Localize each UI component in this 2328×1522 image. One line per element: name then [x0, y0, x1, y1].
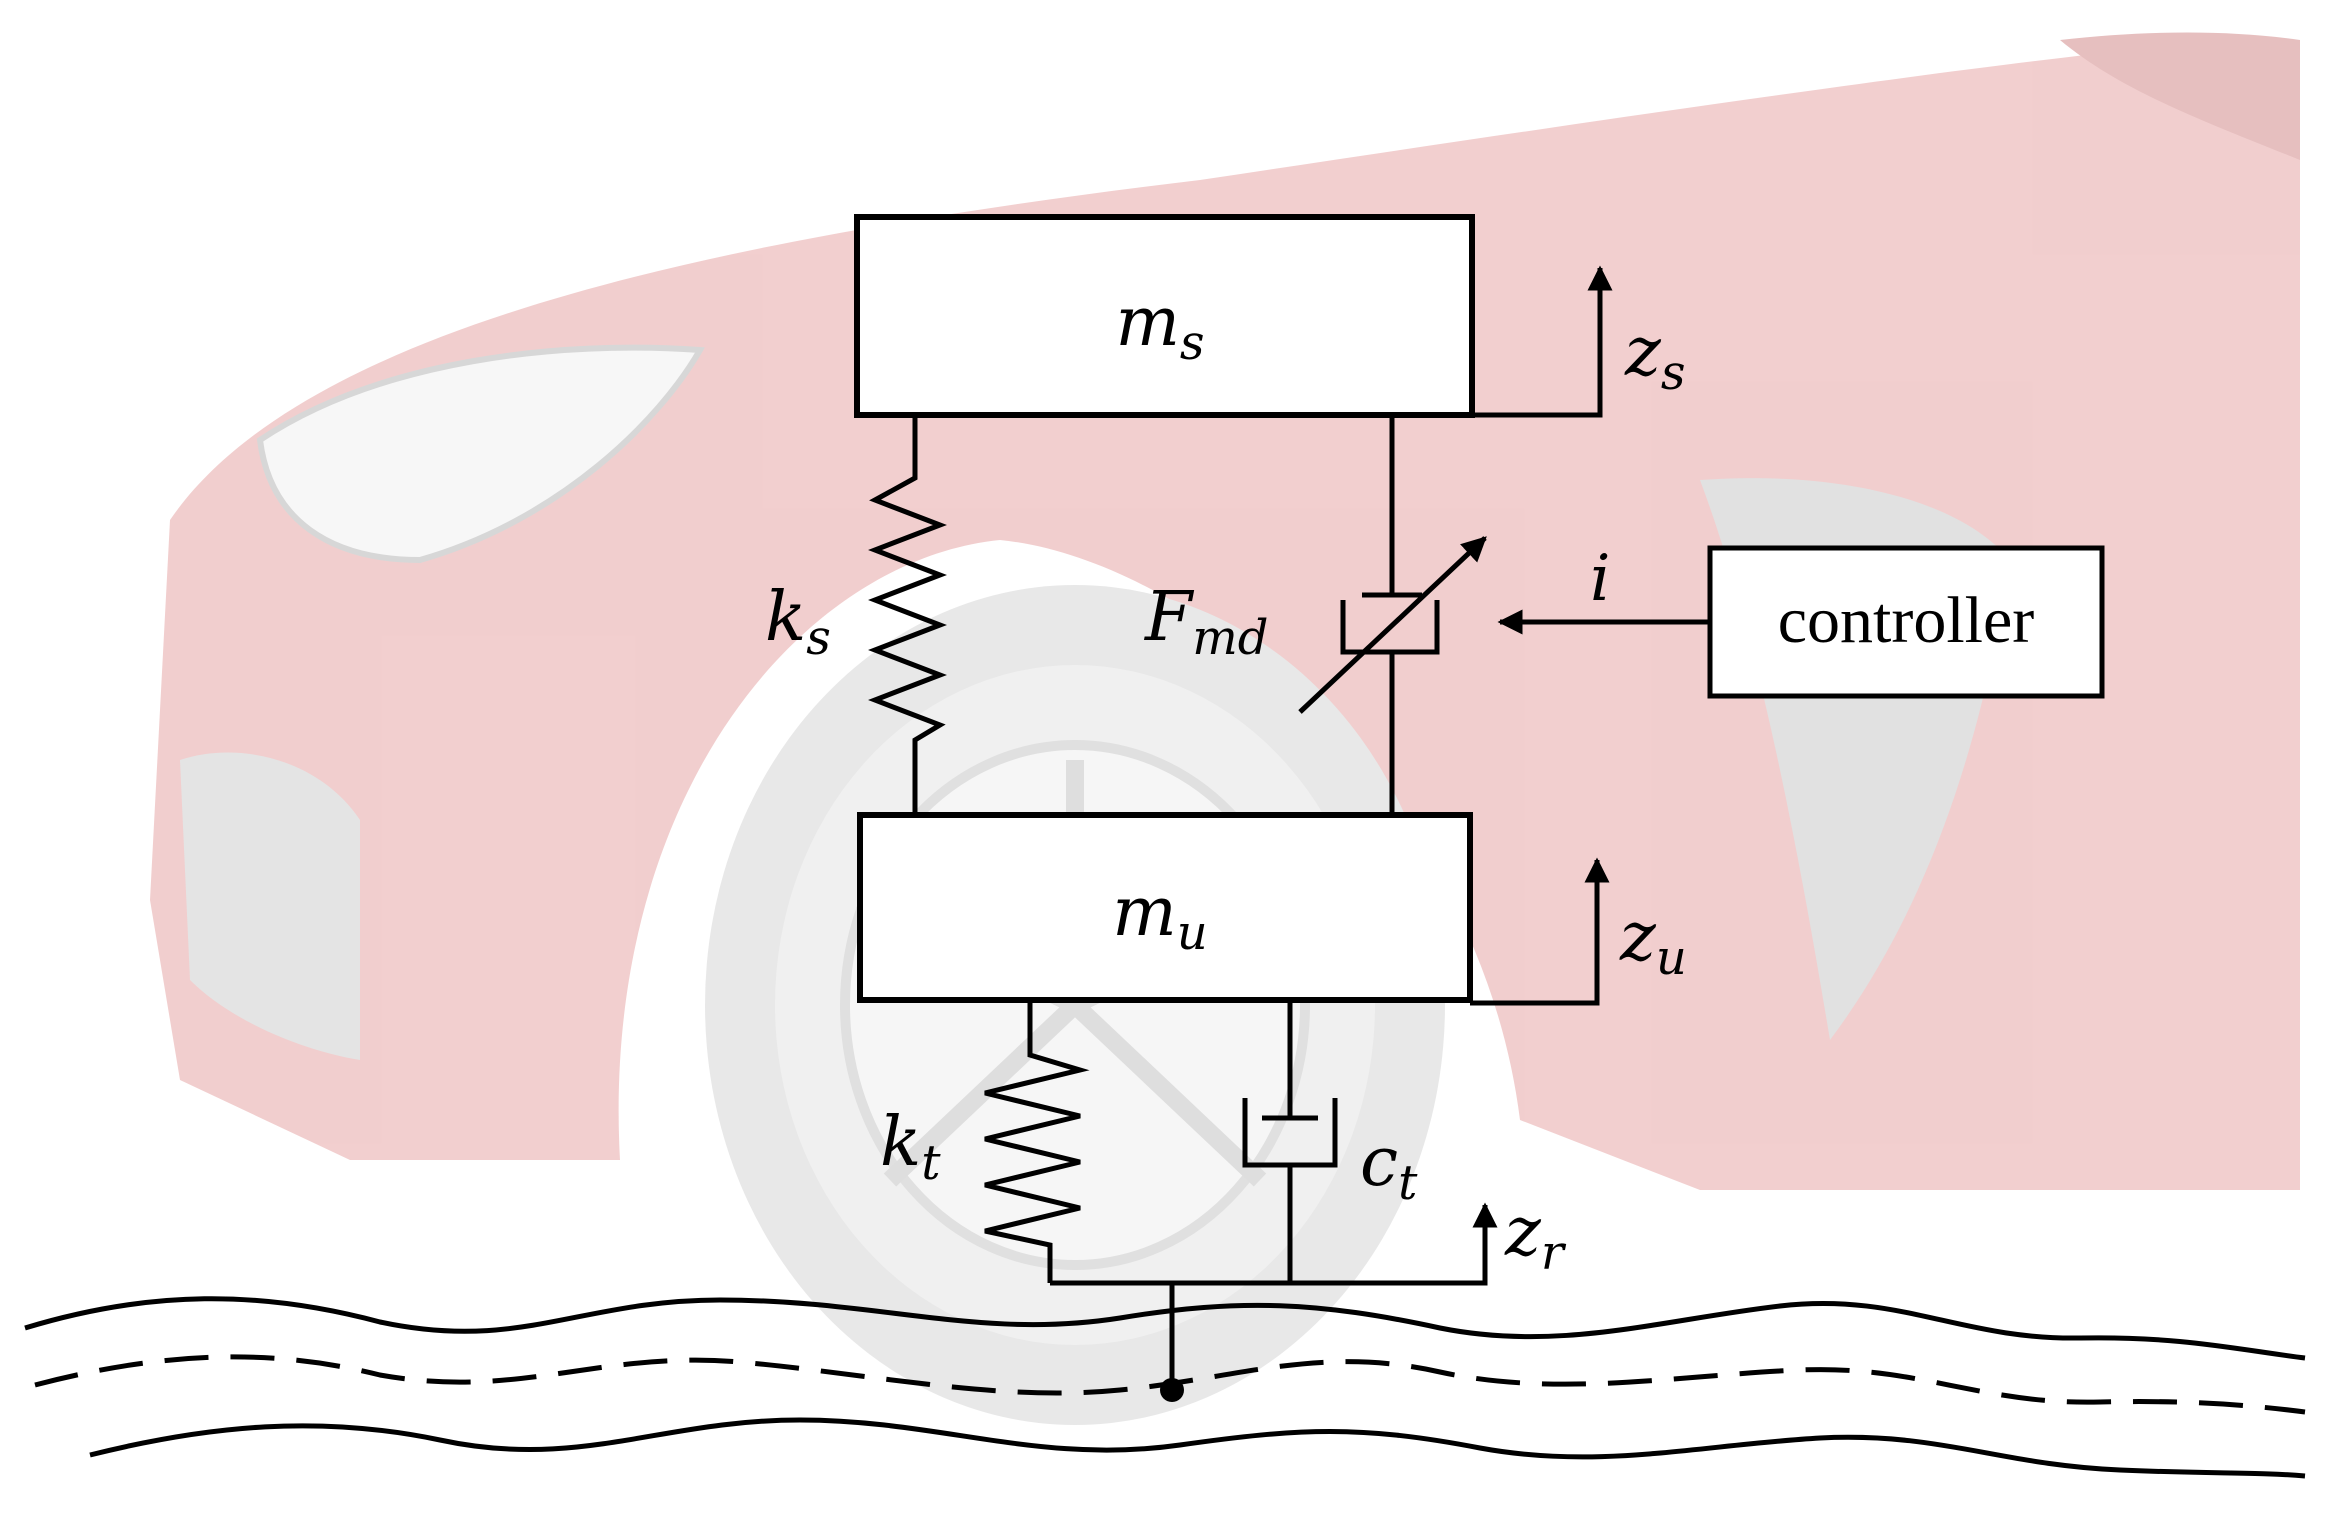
sprung-displacement-label: zs [1624, 313, 1685, 401]
road-displacement-label: zr [1504, 1193, 1567, 1281]
tire-damper-label: ct [1360, 1123, 1418, 1211]
unsprung-mass-label: mu [1112, 873, 1207, 961]
tire-spring-label: kt [880, 1103, 941, 1191]
suspension-spring-label: ks [765, 578, 831, 666]
suspension-spring [868, 415, 947, 815]
sprung-mass-box [854, 214, 1475, 418]
unsprung-mass-box [857, 812, 1473, 1003]
unsprung-displacement-label: zu [1619, 898, 1687, 986]
tire-spring [984, 1000, 1090, 1283]
mr-damper-label: Fmd [1143, 578, 1268, 666]
controller-box [1707, 545, 2105, 699]
sprung-mass-label: ms [1115, 283, 1204, 371]
controller-label: controller [1778, 584, 2035, 657]
current-signal-label: i [1590, 542, 1610, 616]
mr-damper [1298, 415, 1487, 815]
tire-damper [1242, 1000, 1338, 1283]
road-profile [24, 1296, 2306, 1479]
unsprung-displacement-arrow [1470, 857, 1610, 1006]
sprung-displacement-arrow [1472, 265, 1613, 418]
road-contact-linkage [1050, 1202, 1498, 1402]
